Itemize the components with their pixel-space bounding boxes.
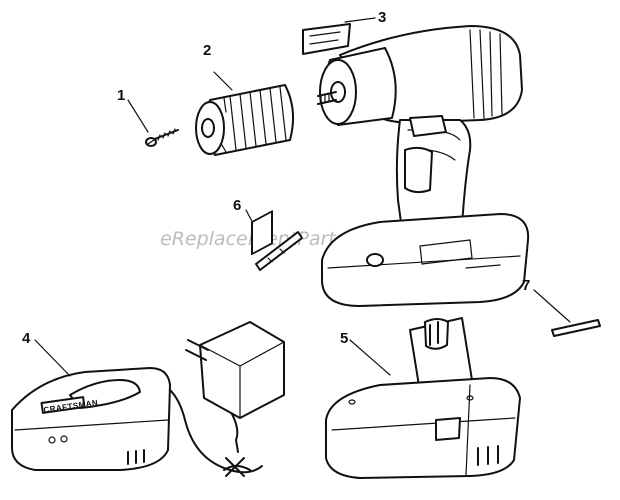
part-1-screw: [127, 99, 179, 147]
drill-body: [317, 25, 530, 307]
callout-4: 4: [22, 330, 31, 347]
callout-2: 2: [203, 42, 211, 59]
callout-5: 5: [340, 330, 348, 347]
part-3-label: [302, 17, 376, 55]
callout-6: 6: [233, 197, 241, 214]
part-5-battery: [325, 317, 521, 479]
callout-7: 7: [522, 277, 530, 294]
part-2-chuck: [195, 71, 295, 156]
wall-adapter: [169, 210, 285, 477]
callout-1: 1: [117, 87, 125, 104]
part-7-clip: [533, 289, 601, 337]
part-4-charger: CRAFTSMAN: [11, 339, 171, 471]
callout-3: 3: [378, 9, 386, 26]
